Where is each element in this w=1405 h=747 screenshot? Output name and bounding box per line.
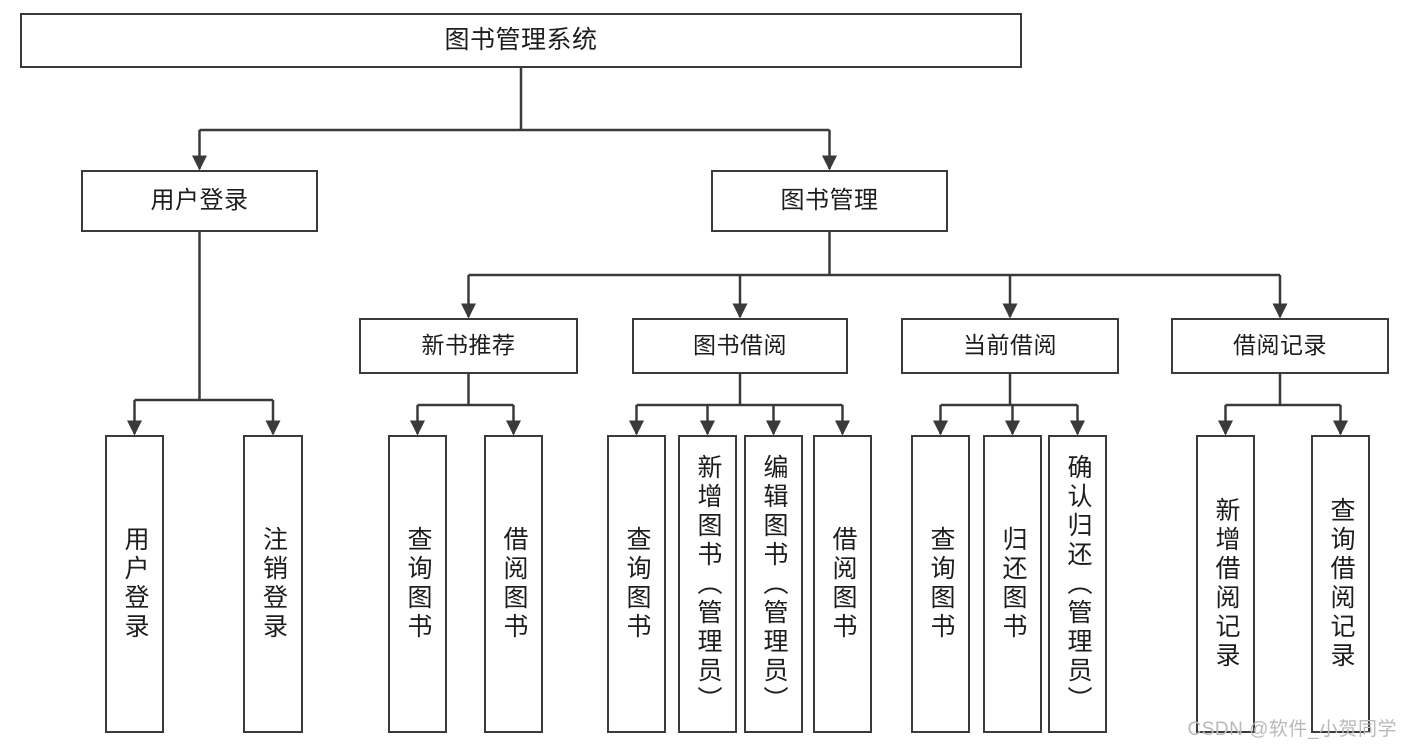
node-leaf5[interactable]: 查询图书 xyxy=(607,435,666,733)
node-label: 新增图书（管理员） xyxy=(694,453,722,715)
node-label: 图书管理 xyxy=(780,186,879,214)
node-label: 注销登录 xyxy=(259,526,288,642)
node-label: 查询图书 xyxy=(404,526,432,642)
node-login[interactable]: 用户登录 xyxy=(81,170,318,232)
node-label: 查询图书 xyxy=(927,526,955,642)
node-leaf1[interactable]: 用户登录 xyxy=(105,435,164,733)
node-newbook[interactable]: 新书推荐 xyxy=(359,318,578,374)
watermark-text: CSDN @软件_小贺同学 xyxy=(1187,719,1397,740)
node-label: 新书推荐 xyxy=(421,332,516,359)
node-leaf10[interactable]: 归还图书 xyxy=(983,435,1042,733)
node-leaf2[interactable]: 注销登录 xyxy=(243,435,303,733)
node-label: 借阅记录 xyxy=(1233,332,1327,359)
node-leaf4[interactable]: 借阅图书 xyxy=(484,435,543,733)
node-label: 查询图书 xyxy=(623,526,651,642)
node-borrow[interactable]: 图书借阅 xyxy=(632,318,848,374)
node-label: 用户登录 xyxy=(150,186,249,214)
node-label: 查询借阅记录 xyxy=(1327,497,1355,671)
node-leaf6[interactable]: 新增图书（管理员） xyxy=(678,435,737,733)
node-current[interactable]: 当前借阅 xyxy=(901,318,1119,374)
node-label: 图书管理系统 xyxy=(444,25,598,54)
node-label: 确认归还（管理员） xyxy=(1064,453,1092,715)
node-leaf8[interactable]: 借阅图书 xyxy=(813,435,872,733)
node-bookmgmt[interactable]: 图书管理 xyxy=(711,170,948,232)
node-leaf11[interactable]: 确认归还（管理员） xyxy=(1048,435,1107,733)
node-label: 归还图书 xyxy=(999,526,1027,642)
node-label: 编辑图书（管理员） xyxy=(760,453,788,715)
node-leaf3[interactable]: 查询图书 xyxy=(388,435,447,733)
node-label: 当前借阅 xyxy=(963,332,1057,359)
node-label: 借阅图书 xyxy=(500,526,528,642)
node-records[interactable]: 借阅记录 xyxy=(1171,318,1389,374)
node-label: 图书借阅 xyxy=(693,332,787,359)
node-leaf9[interactable]: 查询图书 xyxy=(911,435,970,733)
node-label: 用户登录 xyxy=(121,526,149,642)
node-label: 新增借阅记录 xyxy=(1212,497,1240,671)
node-root[interactable]: 图书管理系统 xyxy=(20,13,1022,68)
node-leaf13[interactable]: 查询借阅记录 xyxy=(1311,435,1370,733)
node-leaf12[interactable]: 新增借阅记录 xyxy=(1196,435,1255,733)
node-leaf7[interactable]: 编辑图书（管理员） xyxy=(744,435,803,733)
node-label: 借阅图书 xyxy=(829,526,857,642)
